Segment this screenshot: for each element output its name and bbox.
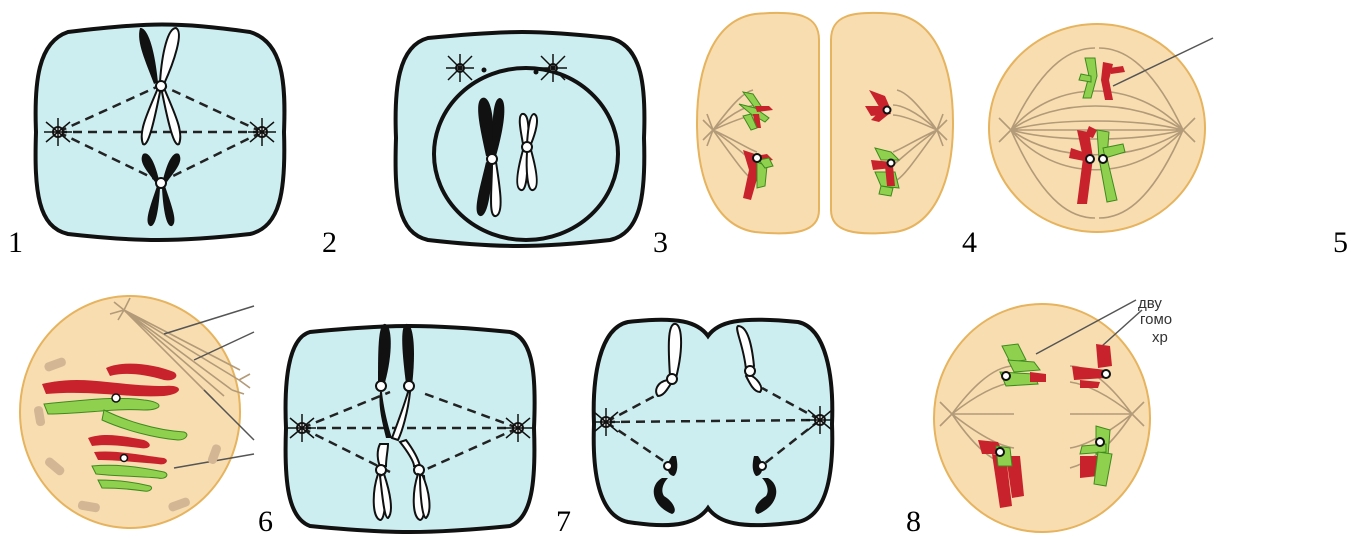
- label-5: 5: [1333, 228, 1348, 258]
- label-4: 4: [962, 228, 977, 258]
- label-1: 1: [8, 228, 23, 258]
- panel-4-cell: [985, 18, 1215, 238]
- label-7: 7: [556, 507, 571, 537]
- panel-8-yellow-cell: дву гомо хр: [930, 296, 1190, 536]
- panel-6-cell: [14, 290, 259, 535]
- corner-text-2: гомо: [1140, 311, 1172, 328]
- panel-3-cell: [695, 10, 955, 236]
- label-2: 2: [322, 228, 337, 258]
- panel-7-cell: [280, 322, 540, 536]
- panel-8-cell: [588, 316, 838, 532]
- corner-text-1: дву: [1138, 296, 1162, 312]
- corner-text-3: хр: [1152, 329, 1168, 346]
- panel-1-cell: [28, 22, 290, 244]
- label-6: 6: [258, 507, 273, 537]
- panel-2-cell: [388, 28, 650, 250]
- label-3: 3: [653, 228, 668, 258]
- label-8: 8: [906, 507, 921, 537]
